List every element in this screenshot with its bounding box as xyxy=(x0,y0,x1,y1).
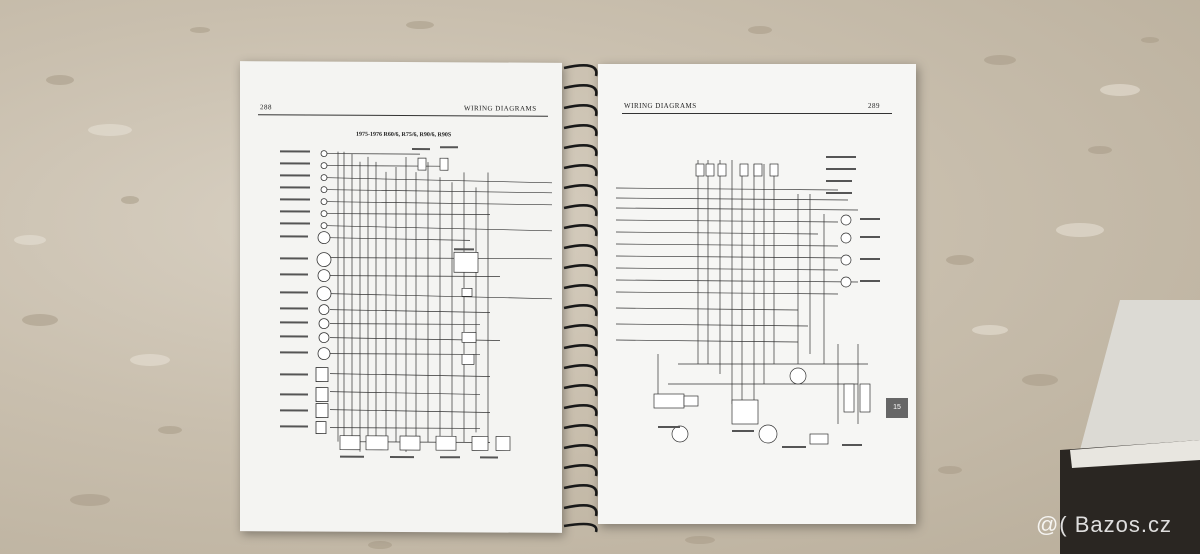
section-tab: 15 xyxy=(886,398,908,418)
floor-corner xyxy=(1060,300,1200,554)
left-page: 288 WIRING DIAGRAMS 1975-1976 R60/6, R75… xyxy=(240,61,562,533)
left-wiring-diagram xyxy=(280,146,553,459)
right-page-header: WIRING DIAGRAMS xyxy=(624,102,697,110)
right-wiring-diagram xyxy=(615,156,880,448)
right-header-rule xyxy=(622,113,892,114)
watermark: @( Bazos.cz xyxy=(1035,512,1172,537)
right-page: WIRING DIAGRAMS 289 xyxy=(598,64,916,524)
right-page-number: 289 xyxy=(868,102,880,110)
spiral-binding xyxy=(563,64,598,533)
